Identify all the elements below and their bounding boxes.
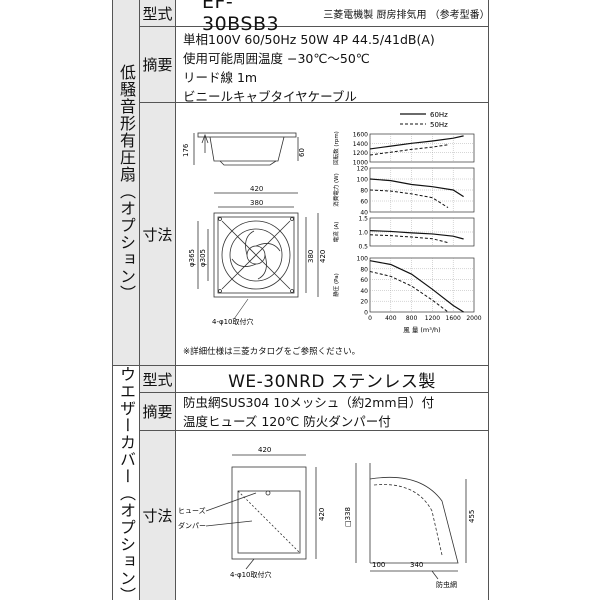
section2-group-label: ウエザーカバー（オプション） bbox=[117, 366, 136, 604]
chart-panel-frame bbox=[369, 257, 475, 313]
wc-dim-420v: 420 bbox=[318, 508, 326, 521]
damper-label: ダンパー bbox=[178, 521, 206, 530]
section-divider bbox=[112, 365, 488, 366]
wc-dim-420: 420 bbox=[258, 446, 271, 454]
fan-front-view: 420 380 bbox=[197, 185, 319, 298]
summary-label: 摘要 bbox=[140, 27, 175, 102]
dim-305: φ305 bbox=[199, 249, 207, 267]
series-line-50hz bbox=[369, 271, 449, 313]
model-number: EF-30BSB3 bbox=[202, 0, 280, 35]
fuse-label: ヒューズ bbox=[178, 506, 206, 515]
row-line bbox=[139, 392, 488, 393]
y-axis-label: 静圧 (Pa) bbox=[332, 273, 340, 296]
weather-cover-drawing: 420 420 ヒューズ ダンパー 4-φ10取付穴 □338 455 100 … bbox=[178, 446, 476, 589]
summary-line: ビニールキャブタイヤケーブル bbox=[183, 89, 357, 104]
dim-60: 60 bbox=[298, 148, 306, 157]
wc-holes-label: 4-φ10取付穴 bbox=[230, 570, 272, 579]
y-tick-label: 1400 bbox=[353, 141, 368, 148]
summary-block-2: 防虫網SUS304 10メッシュ（約2mm目）付 温度ヒューズ 120℃ 防火ダ… bbox=[183, 393, 483, 431]
y-tick-label: 60 bbox=[360, 199, 368, 206]
legend-50hz-label: 50Hz bbox=[430, 121, 448, 129]
y-tick-label: 120 bbox=[357, 166, 369, 173]
summary-block: 単相100V 60/50Hz 50W 4P 44.5/41dB(A) 使用可能周… bbox=[183, 30, 483, 106]
dim-338: □338 bbox=[344, 507, 352, 527]
y-axis-label: 回転数 (rpm) bbox=[332, 131, 340, 165]
dimension-label-2: 寸法 bbox=[140, 431, 175, 600]
row-line bbox=[139, 102, 488, 103]
dimension-label: 寸法 bbox=[140, 103, 175, 365]
y-tick-label: 40 bbox=[360, 210, 368, 217]
y-tick-label: 0.5 bbox=[358, 244, 368, 251]
series-line-60hz bbox=[369, 135, 464, 150]
fan-drawing: 176 60 420 380 φ365 φ305 380 420 4-φ10取付… bbox=[182, 132, 327, 326]
frame-left bbox=[112, 0, 113, 600]
series-line-50hz bbox=[369, 234, 449, 244]
legend-60hz-label: 60Hz bbox=[430, 111, 448, 119]
fan-side-view bbox=[193, 132, 299, 166]
dim-420v: 420 bbox=[319, 250, 327, 263]
y-tick-label: 1.5 bbox=[358, 216, 368, 223]
series-line-50hz bbox=[369, 189, 449, 209]
summary-line: 使用可能周囲温度 −30℃〜50℃ bbox=[183, 51, 370, 66]
y-tick-label: 1600 bbox=[353, 132, 368, 139]
x-tick-label: 1200 bbox=[425, 315, 440, 322]
series-line-60hz bbox=[369, 178, 464, 198]
x-tick-label: 2000 bbox=[466, 315, 481, 322]
insect-net-label: 防虫網 bbox=[436, 580, 457, 589]
chart-panel-frame bbox=[369, 133, 475, 163]
summary-line: リード線 1m bbox=[183, 70, 258, 85]
section1-group-label: 低騒音形有圧扇（オプション） bbox=[113, 0, 139, 365]
y-tick-label: 100 bbox=[357, 256, 369, 263]
series-line-50hz bbox=[369, 144, 449, 156]
y-tick-label: 80 bbox=[360, 188, 368, 195]
y-tick-label: 1200 bbox=[353, 150, 368, 157]
dim-365: φ365 bbox=[188, 249, 196, 267]
y-tick-label: 40 bbox=[360, 288, 368, 295]
model-note: 三菱電機製 厨房排気用 （参考型番） bbox=[323, 9, 490, 21]
y-axis-label: 消費電力 (W) bbox=[332, 173, 340, 206]
model-value-2: WE-30NRD ステンレス製 bbox=[228, 371, 436, 392]
row-line bbox=[139, 26, 488, 27]
model-label-2: 型式 bbox=[140, 366, 175, 392]
series-line-60hz bbox=[369, 260, 464, 313]
summary-line: 温度ヒューズ 120℃ 防火ダンパー付 bbox=[183, 414, 391, 429]
dim-340: 340 bbox=[410, 561, 423, 569]
y-tick-label: 100 bbox=[357, 177, 369, 184]
col-divider bbox=[139, 0, 140, 600]
frame-right bbox=[488, 0, 489, 600]
x-tick-label: 800 bbox=[406, 315, 418, 322]
y-tick-label: 1000 bbox=[353, 160, 368, 167]
y-tick-label: 80 bbox=[360, 266, 368, 273]
dim-380: 380 bbox=[250, 199, 263, 207]
dim-176: 176 bbox=[182, 143, 190, 157]
mounting-holes-label: 4-φ10取付穴 bbox=[212, 317, 254, 326]
y-tick-label: 20 bbox=[360, 299, 368, 306]
summary-line: 防虫網SUS304 10メッシュ（約2mm目）付 bbox=[183, 395, 435, 410]
y-tick-label: 0 bbox=[364, 310, 368, 317]
model-value: EF-30BSB3 三菱電機製 厨房排気用 （参考型番） bbox=[176, 0, 490, 35]
summary-label-2: 摘要 bbox=[140, 393, 175, 430]
y-axis-label: 電流 (A) bbox=[332, 222, 340, 243]
x-tick-label: 0 bbox=[368, 315, 372, 322]
dim-380v: 380 bbox=[307, 250, 315, 263]
spec-note: ※詳細仕様は三菱カタログをご参照ください。 bbox=[183, 347, 361, 357]
y-tick-label: 1.0 bbox=[358, 230, 368, 237]
dim-100: 100 bbox=[372, 561, 385, 569]
y-tick-label: 60 bbox=[360, 277, 368, 284]
x-tick-label: 400 bbox=[385, 315, 397, 322]
row-line bbox=[139, 430, 488, 431]
model-label: 型式 bbox=[140, 0, 175, 26]
col-divider-2 bbox=[175, 0, 176, 600]
dim-455: 455 bbox=[468, 510, 476, 523]
series-line-60hz bbox=[369, 230, 464, 240]
summary-line: 単相100V 60/50Hz 50W 4P 44.5/41dB(A) bbox=[183, 32, 435, 47]
x-tick-label: 1600 bbox=[446, 315, 461, 322]
x-axis-label: 風 量 (m³/h) bbox=[403, 326, 440, 334]
dim-420: 420 bbox=[250, 185, 263, 193]
